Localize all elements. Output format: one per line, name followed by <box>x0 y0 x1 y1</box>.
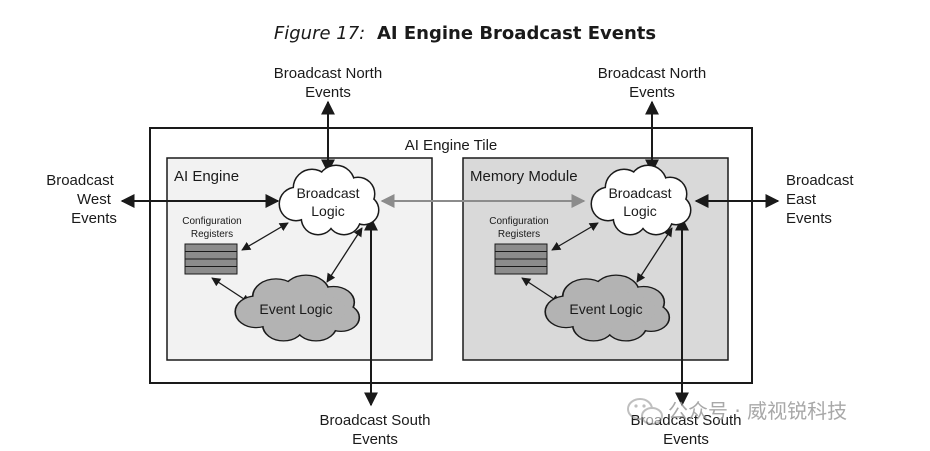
north-left-label-line1: Broadcast North <box>274 65 382 82</box>
mem-config-registers-icon <box>494 243 548 275</box>
figure-caption: Figure 17: AI Engine Broadcast Events <box>274 23 656 44</box>
ai-event-to-broadcast-arrow <box>326 227 363 283</box>
north-right-label-line1: Broadcast North <box>598 65 706 82</box>
south-right-label-line2: Events <box>663 431 709 448</box>
mem-broadcast-logic-line2: Logic <box>623 203 656 219</box>
ai-event-logic-label: Event Logic <box>259 301 332 317</box>
figure-caption-prefix: Figure 17: <box>274 23 365 44</box>
wechat-icon <box>627 398 663 425</box>
ai-config-to-broadcast-arrow <box>241 222 289 251</box>
mem-config-label-line1: Configuration <box>489 216 548 227</box>
south-left-label-line1: Broadcast South <box>320 412 431 429</box>
mem-event-logic-label: Event Logic <box>569 301 642 317</box>
west-label-line1: Broadcast <box>46 172 114 189</box>
mem-config-to-broadcast-arrow <box>551 222 599 251</box>
south-left-label-line2: Events <box>352 431 398 448</box>
ai-broadcast-logic-line2: Logic <box>311 203 344 219</box>
ai-config-registers-icon <box>184 243 238 275</box>
north-left-label-line2: Events <box>305 84 351 101</box>
ai-config-label-line2: Registers <box>191 229 233 240</box>
tile-title: AI Engine Tile <box>405 137 498 154</box>
mem-broadcast-logic-line1: Broadcast <box>608 185 671 201</box>
west-label-line2: West <box>77 191 112 208</box>
ai-config-label-line1: Configuration <box>182 216 241 227</box>
east-label-line3: Events <box>786 210 832 227</box>
east-label-line1: Broadcast <box>786 172 854 189</box>
figure-caption-title: AI Engine Broadcast Events <box>377 23 656 44</box>
ai-broadcast-logic-line1: Broadcast <box>296 185 359 201</box>
ai-engine-title: AI Engine <box>174 168 239 185</box>
west-label-line3: Events <box>71 210 117 227</box>
mem-event-to-broadcast-arrow <box>636 227 673 283</box>
watermark-text: 公众号 · 威视锐科技 <box>668 399 847 423</box>
north-right-label-line2: Events <box>629 84 675 101</box>
east-label-line2: East <box>786 191 817 208</box>
mem-config-label-line2: Registers <box>498 229 540 240</box>
memory-module-title: Memory Module <box>470 168 578 185</box>
